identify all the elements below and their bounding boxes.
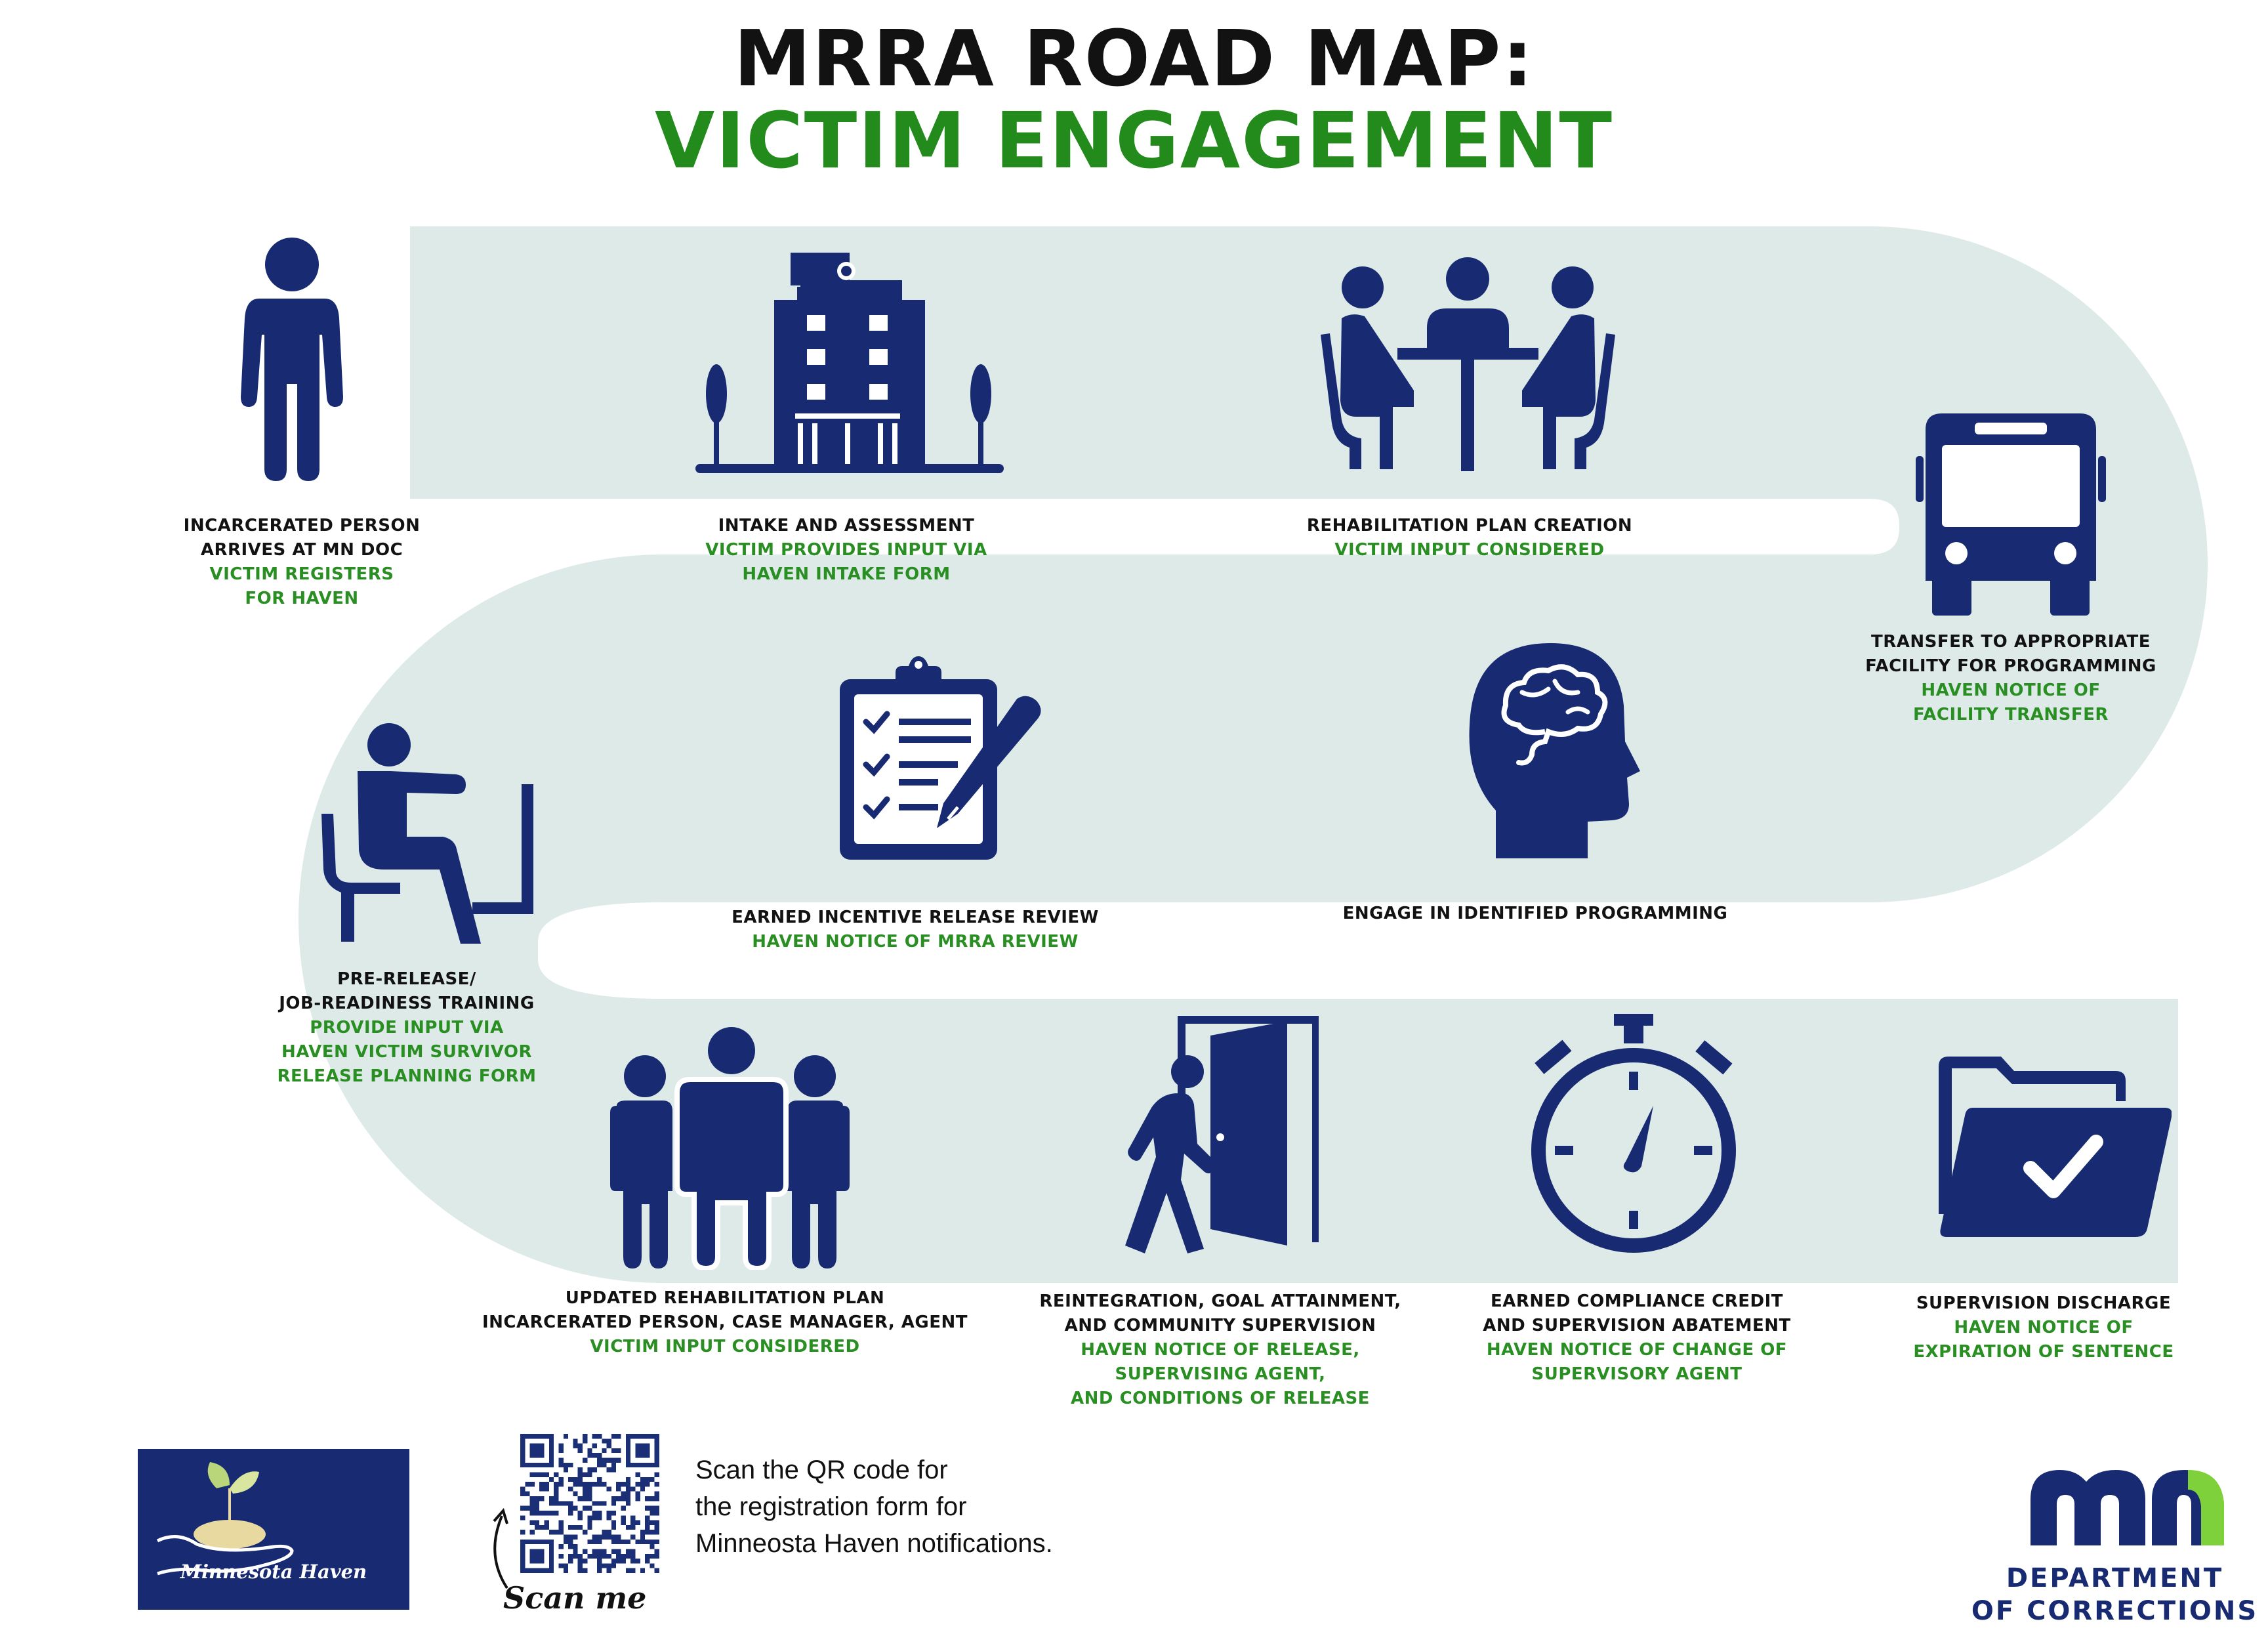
step-arrives: INCARCERATED PERSON ARRIVES AT MN DOC VI… (154, 514, 449, 611)
step-victim-line: HAVEN NOTICE OF RELEASE, (1081, 1340, 1360, 1360)
step-victim-line: SUPERVISING AGENT, (1115, 1364, 1326, 1384)
qr-text-line: Minneosta Haven notifications. (695, 1529, 1053, 1558)
step-victim-line: EXPIRATION OF SENTENCE (1913, 1342, 2174, 1362)
page-title: MRRA ROAD MAP: (733, 13, 1535, 104)
step-title-line: JOB-READINESS TRAINING (279, 994, 535, 1013)
step-victim-line: AND CONDITIONS OF RELEASE (1071, 1389, 1370, 1408)
step-title-line: REHABILITATION PLAN CREATION (1306, 516, 1633, 535)
step-title-line: FACILITY FOR PROGRAMMING (1865, 656, 2156, 676)
step-pre-release: PRE-RELEASE/ JOB-READINESS TRAINING PROV… (256, 967, 558, 1089)
step-title-line: SUPERVISION DISCHARGE (1916, 1293, 2172, 1313)
step-title-line: INTAKE AND ASSESSMENT (718, 516, 975, 535)
building-icon (695, 253, 1004, 482)
step-intake: INTAKE AND ASSESSMENT VICTIM PROVIDES IN… (682, 514, 1010, 587)
step-victim-line: FACILITY TRANSFER (1913, 705, 2109, 724)
step-victim-line: HAVEN INTAKE FORM (742, 564, 951, 584)
stopwatch-icon (1529, 1014, 1739, 1257)
minnesota-haven-logo: Minnesota Haven (138, 1449, 409, 1610)
folder-check-icon (1939, 1057, 2172, 1237)
step-victim-line: HAVEN NOTICE OF CHANGE OF (1486, 1340, 1788, 1360)
clipboard-icon (840, 656, 1046, 860)
step-rehab-plan: REHABILITATION PLAN CREATION VICTIM INPU… (1286, 514, 1653, 562)
step-title-line: PRE-RELEASE/ (337, 969, 476, 989)
step-victim-line: HAVEN VICTIM SURVIVOR (281, 1042, 532, 1062)
step-title-line: AND SUPERVISION ABATEMENT (1483, 1316, 1791, 1335)
step-title-line: UPDATED REHABILITATION PLAN (565, 1288, 885, 1308)
person-icon (233, 236, 351, 482)
qr-code[interactable] (520, 1434, 659, 1573)
step-discharge: SUPERVISION DISCHARGE HAVEN NOTICE OF EX… (1889, 1291, 2198, 1364)
department-of-corrections-label: DEPARTMENT OF CORRECTIONS (1962, 1562, 2268, 1627)
qr-instructions: Scan the QR code for the registration fo… (695, 1452, 1053, 1562)
doc-text-line: OF CORRECTIONS (1971, 1596, 2259, 1626)
step-transfer: TRANSFER TO APPROPRIATE FACILITY FOR PRO… (1837, 630, 2185, 727)
meeting-icon (1315, 256, 1620, 472)
hand-sprout-icon (156, 1462, 294, 1576)
qr-text-line: the registration form for (695, 1492, 967, 1521)
step-title-line: EARNED COMPLIANCE CREDIT (1490, 1291, 1784, 1311)
step-title-line: ENGAGE IN IDENTIFIED PROGRAMMING (1342, 904, 1728, 923)
step-title-line: INCARCERATED PERSON (183, 516, 421, 535)
step-victim-line: VICTIM INPUT CONSIDERED (590, 1337, 860, 1356)
mn-doc-logo: mn (2031, 1470, 2224, 1545)
step-victim-line: VICTIM REGISTERS (209, 564, 394, 584)
curved-arrow-icon (493, 1507, 508, 1589)
step-victim-line: HAVEN NOTICE OF (1954, 1318, 2134, 1337)
group-icon (610, 1027, 850, 1270)
haven-logo-text: Minnesota Haven (180, 1561, 367, 1583)
bus-icon (1916, 413, 2106, 617)
step-programming: ENGAGE IN IDENTIFIED PROGRAMMING (1312, 902, 1758, 926)
step-victim-line: SUPERVISORY AGENT (1531, 1364, 1742, 1384)
scan-me-label: Scan me (503, 1580, 647, 1616)
step-victim-line: VICTIM INPUT CONSIDERED (1334, 540, 1605, 560)
doc-text-line: DEPARTMENT (2006, 1563, 2224, 1593)
step-title-line: INCARCERATED PERSON, CASE MANAGER, AGENT (482, 1312, 968, 1332)
exit-door-icon (1115, 1016, 1325, 1255)
qr-text-line: Scan the QR code for (695, 1456, 948, 1484)
step-victim-line: RELEASE PLANNING FORM (277, 1066, 537, 1086)
step-victim-line: HAVEN NOTICE OF (1921, 681, 2101, 700)
step-incentive-review: EARNED INCENTIVE RELEASE REVIEW HAVEN NO… (702, 906, 1128, 954)
step-title-line: EARNED INCENTIVE RELEASE REVIEW (732, 908, 1099, 927)
step-victim-line: HAVEN NOTICE OF MRRA REVIEW (752, 932, 1079, 952)
step-title-line: REINTEGRATION, GOAL ATTAINMENT, (1039, 1291, 1401, 1311)
step-title-line: AND COMMUNITY SUPERVISION (1064, 1316, 1376, 1335)
step-reintegration: REINTEGRATION, GOAL ATTAINMENT, AND COMM… (1023, 1290, 1417, 1411)
step-victim-line: VICTIM PROVIDES INPUT VIA (705, 540, 987, 560)
head-brain-icon (1466, 643, 1640, 860)
step-compliance-credit: EARNED COMPLIANCE CREDIT AND SUPERVISION… (1453, 1290, 1821, 1387)
step-updated-plan: UPDATED REHABILITATION PLAN INCARCERATED… (479, 1286, 971, 1359)
page-subtitle: VICTIM ENGAGEMENT (654, 95, 1613, 186)
step-title-line: ARRIVES AT MN DOC (200, 540, 403, 560)
step-victim-line: PROVIDE INPUT VIA (310, 1018, 504, 1038)
step-victim-line: FOR HAVEN (245, 589, 359, 608)
desk-person-icon (321, 722, 535, 945)
step-title-line: TRANSFER TO APPROPRIATE (1870, 632, 2151, 652)
